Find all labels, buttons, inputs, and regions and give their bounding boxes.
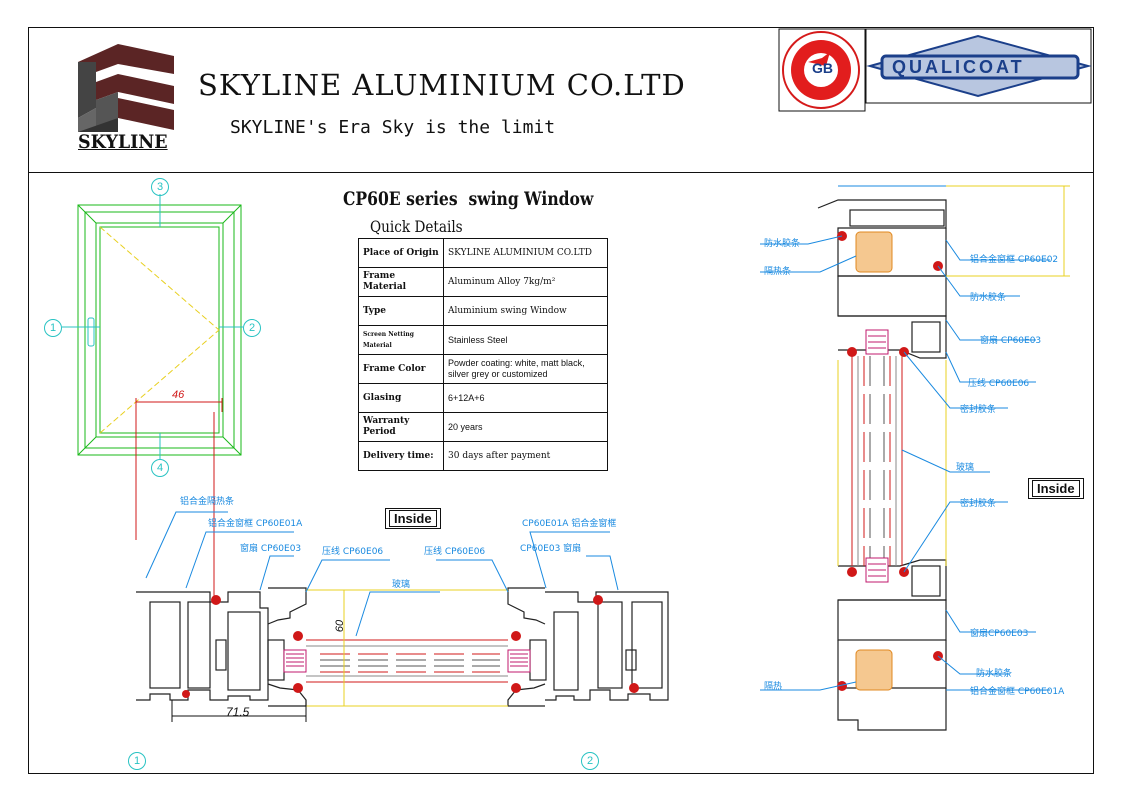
annotation-sash-left: 窗扇 CP60E03 bbox=[240, 544, 302, 554]
annotation-thermal: 铝合金隔热条 bbox=[180, 497, 235, 507]
annotation-v-glass: 玻璃 bbox=[956, 463, 975, 473]
annotation-v-seal2: 防水胶条 bbox=[970, 293, 1007, 303]
gd-badge-label: GB bbox=[812, 60, 833, 76]
drawing-title: CP60E series swing Window bbox=[343, 188, 594, 210]
detail-value: Aluminum Alloy 7kg/m² bbox=[443, 267, 608, 297]
annotation-glass: 玻璃 bbox=[392, 580, 411, 590]
detail-key: Frame Material bbox=[358, 267, 444, 297]
horizontal-leaders bbox=[145, 511, 619, 637]
inside-label-vertical: Inside bbox=[1028, 478, 1084, 499]
horizontal-glass bbox=[306, 639, 508, 683]
annotation-sash-right: CP60E03 窗扇 bbox=[520, 544, 582, 554]
dimension-71-5 bbox=[171, 700, 307, 722]
detail-value: Powder coating: white, matt black, silve… bbox=[443, 354, 608, 384]
thermal-break-strips bbox=[855, 231, 893, 691]
detail-key: Delivery time: bbox=[358, 441, 444, 471]
dimension-71-5-label: 71.5 bbox=[226, 705, 250, 719]
detail-value: 20 years bbox=[443, 412, 608, 442]
detail-key: Frame Color bbox=[358, 354, 444, 384]
detail-value: 30 days after payment bbox=[443, 441, 608, 471]
company-slogan: SKYLINE's Era Sky is the limit bbox=[230, 117, 556, 138]
annotation-v-glass-seal2: 密封胶条 bbox=[960, 499, 997, 509]
annotation-v-sash-bottom: 窗扇CP60E03 bbox=[970, 629, 1029, 639]
annotation-v-seal-bottom: 防水胶条 bbox=[976, 669, 1013, 679]
inside-label-horizontal: Inside bbox=[385, 508, 441, 529]
annotation-v-frame-bottom: 铝合金窗框 CP60E01A bbox=[970, 687, 1065, 697]
dimension-60-label: 60 bbox=[334, 619, 347, 633]
company-name: SKYLINE ALUMINIUM CO.LTD bbox=[198, 68, 686, 102]
detail-value: Stainless Steel bbox=[443, 325, 608, 355]
callout-2: 2 bbox=[243, 319, 261, 337]
gd-quality-badge-icon bbox=[778, 28, 866, 112]
quick-details-heading: Quick Details bbox=[370, 217, 463, 236]
detail-value: 6+12A+6 bbox=[443, 383, 608, 413]
detail-key: Warranty Period bbox=[358, 412, 444, 442]
detail-value: SKYLINE ALUMINIUM CO.LTD bbox=[443, 238, 608, 268]
vertical-section bbox=[817, 199, 947, 731]
window-elevation bbox=[77, 204, 242, 456]
callout-1: 1 bbox=[44, 319, 62, 337]
callout-4: 4 bbox=[151, 459, 169, 477]
qualicoat-logo-icon bbox=[865, 28, 1092, 104]
skyline-logo-icon bbox=[78, 44, 174, 132]
detail-key: Glasing bbox=[358, 383, 444, 413]
detail-key: Place of Origin bbox=[358, 238, 444, 268]
annotation-v-glass-seal: 密封胶条 bbox=[960, 405, 997, 415]
annotation-frame-left: 铝合金窗框 CP60E01A bbox=[208, 519, 303, 529]
drawing-border bbox=[28, 27, 1094, 774]
annotation-v-seal-top: 防水胶条 bbox=[764, 239, 801, 249]
detail-key: Type bbox=[358, 296, 444, 326]
vertical-glass bbox=[851, 356, 903, 566]
logo-wordmark: SKYLINE bbox=[78, 131, 168, 153]
detail-key: Screen Netting Material bbox=[358, 325, 444, 355]
section-1-marker: 1 bbox=[128, 752, 146, 770]
vertical-spacers bbox=[865, 329, 889, 583]
annotation-v-strip-top: 隔热条 bbox=[764, 267, 792, 277]
detail-value: Aluminium swing Window bbox=[443, 296, 608, 326]
annotation-v-bead: 压线 CP60E06 bbox=[968, 379, 1030, 389]
vertical-leaders bbox=[760, 235, 1050, 691]
title-block-divider bbox=[28, 172, 1094, 173]
annotation-v-frame-top: 铝合金窗框 CP60E02 bbox=[970, 255, 1059, 265]
opening-direction-lines bbox=[99, 226, 220, 434]
dimension-46 bbox=[135, 398, 223, 602]
annotation-frame-right: CP60E01A 铝合金窗框 bbox=[522, 519, 617, 529]
detail-row: Delivery time:30 days after payment bbox=[358, 441, 608, 471]
horizontal-spacers bbox=[283, 649, 531, 673]
annotation-bead-left: 压线 CP60E06 bbox=[322, 547, 384, 557]
section-2-marker: 2 bbox=[581, 752, 599, 770]
section-callout-lines bbox=[62, 194, 243, 459]
annotation-v-strip-bottom: 隔热 bbox=[764, 682, 783, 692]
horizontal-section bbox=[136, 587, 669, 707]
dimension-46-label: 46 bbox=[172, 389, 185, 401]
annotation-v-sash: 窗扇 CP60E03 bbox=[980, 336, 1042, 346]
horizontal-seals bbox=[182, 595, 639, 698]
qualicoat-wordmark: QUALICOAT bbox=[892, 57, 1025, 77]
horizontal-dimensions bbox=[306, 589, 508, 707]
annotation-bead-right: 压线 CP60E06 bbox=[424, 547, 486, 557]
callout-3: 3 bbox=[151, 178, 169, 196]
